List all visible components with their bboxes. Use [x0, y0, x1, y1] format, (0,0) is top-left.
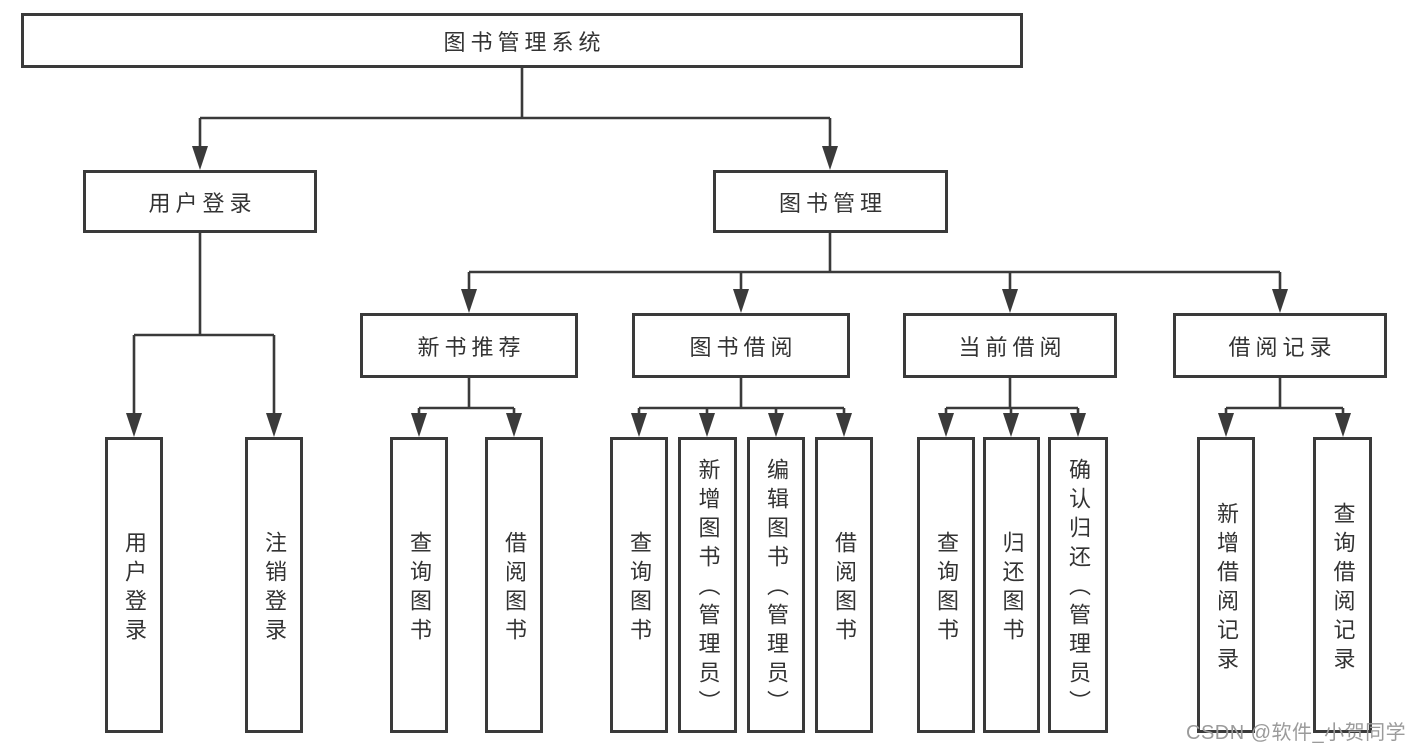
node-confirm-return-admin: 确认归还（管理员）	[1048, 437, 1108, 733]
arrowheads	[126, 146, 1351, 437]
node-logout-leaf: 注销登录	[245, 437, 303, 733]
node-query-books-current: 查询图书	[917, 437, 975, 733]
node-query-books-borrowing: 查询图书	[610, 437, 668, 733]
node-book-borrowing: 图书借阅	[632, 313, 850, 378]
node-query-borrow-record: 查询借阅记录	[1313, 437, 1372, 733]
node-user-login: 用户登录	[83, 170, 317, 233]
node-edit-books-admin: 编辑图书（管理员）	[747, 437, 805, 733]
node-return-books: 归还图书	[983, 437, 1040, 733]
node-library-system: 图书管理系统	[21, 13, 1023, 68]
connector-lines	[132, 68, 1345, 416]
node-borrowing-records: 借阅记录	[1173, 313, 1387, 378]
csdn-watermark: CSDN @软件_小贺同学	[1186, 722, 1405, 744]
node-user-login-leaf: 用户登录	[105, 437, 163, 733]
node-borrow-books-leaf: 借阅图书	[815, 437, 873, 733]
node-add-borrow-record: 新增借阅记录	[1197, 437, 1255, 733]
node-borrow-books-recommend: 借阅图书	[485, 437, 543, 733]
node-query-books-recommend: 查询图书	[390, 437, 448, 733]
node-current-borrowing: 当前借阅	[903, 313, 1117, 378]
node-new-book-recommend: 新书推荐	[360, 313, 578, 378]
node-book-management: 图书管理	[713, 170, 948, 233]
node-add-books-admin: 新增图书（管理员）	[678, 437, 737, 733]
